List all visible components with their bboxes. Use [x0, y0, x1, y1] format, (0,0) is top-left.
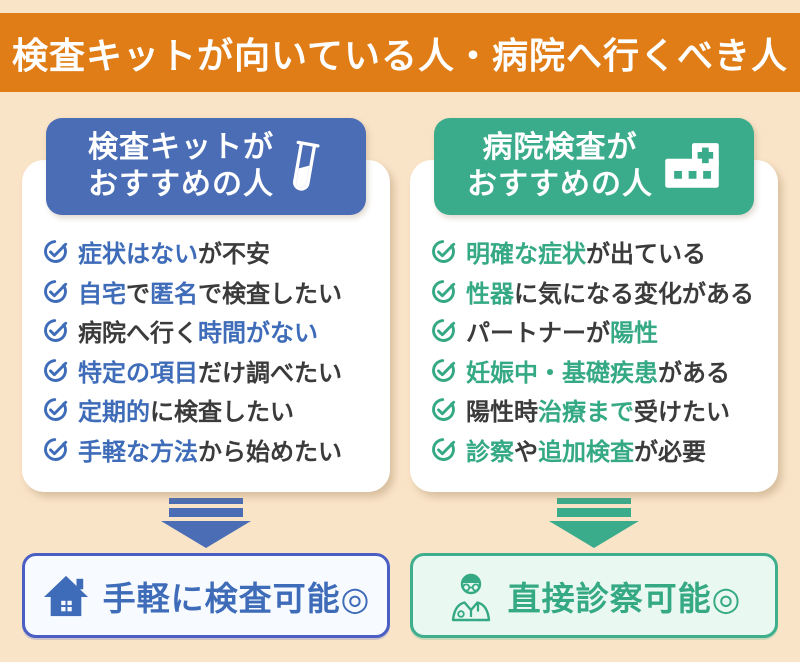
title-banner: 検査キットが向いている人・病院へ行くべき人 [0, 13, 800, 92]
check-icon [42, 357, 69, 384]
checklist-item: 病院へ行く時間がない [42, 311, 372, 351]
hospital-result-label: 直接診察可能◎ [507, 579, 742, 617]
kit-result-box: 手軽に検査可能◎ [22, 553, 390, 638]
comparison-columns: 検査キットが おすすめの人 症状 [0, 92, 800, 638]
checklist-item: 定期的に検査したい [42, 390, 372, 430]
checklist-item: パートナーが陽性 [430, 311, 760, 351]
checklist-item-text: 症状はないが不安 [78, 241, 270, 269]
checklist-item: 妊娠中・基礎疾患がある [430, 351, 760, 391]
hospital-icon [663, 143, 721, 190]
check-icon [430, 357, 457, 384]
hospital-checklist: 明確な症状が出ている 性器に気になる変化がある パートナーが陽性 妊娠中・基礎疾… [430, 232, 760, 469]
doctor-icon [447, 569, 495, 623]
house-icon [42, 574, 90, 618]
checklist-item-text: パートナーが陽性 [466, 320, 658, 348]
check-icon [42, 396, 69, 423]
check-icon [430, 238, 457, 265]
check-icon [430, 436, 457, 463]
checklist-item-text: 妊娠中・基礎疾患がある [466, 359, 730, 387]
kit-down-arrow [22, 498, 390, 548]
check-icon [430, 396, 457, 423]
hospital-result-box: 直接診察可能◎ [410, 553, 778, 638]
checklist-item-text: 性器に気になる変化がある [466, 280, 754, 308]
kit-result-label: 手軽に検査可能◎ [102, 579, 371, 617]
hospital-header-title: 病院検査が おすすめの人 [467, 130, 653, 201]
checklist-item-text: 明確な症状が出ている [466, 241, 706, 269]
checklist-item: 手軽な方法から始めたい [42, 430, 372, 470]
checklist-item-text: 手軽な方法から始めたい [78, 438, 342, 466]
check-icon [42, 436, 69, 463]
checklist-item: 明確な症状が出ている [430, 232, 760, 272]
test-tube-icon [284, 136, 324, 198]
kit-column: 検査キットが おすすめの人 症状 [22, 92, 390, 638]
checklist-item-text: 診察や追加検査が必要 [466, 438, 706, 466]
checklist-item-text: 病院へ行く時間がない [78, 320, 318, 348]
hospital-card: 明確な症状が出ている 性器に気になる変化がある パートナーが陽性 妊娠中・基礎疾… [410, 160, 778, 492]
checklist-item-text: 陽性時治療まで受けたい [466, 399, 730, 427]
kit-card: 症状はないが不安 自宅で匿名で検査したい 病院へ行く時間がない 特定の項目だけ調… [22, 160, 390, 492]
checklist-item-text: 定期的に検査したい [78, 399, 294, 427]
checklist-item: 性器に気になる変化がある [430, 272, 760, 312]
check-icon [430, 317, 457, 344]
kit-header: 検査キットが おすすめの人 [46, 118, 366, 215]
check-icon [42, 238, 69, 265]
hospital-column: 病院検査が おすすめの人 [410, 92, 778, 638]
hospital-down-arrow [410, 498, 778, 548]
checklist-item-text: 自宅で匿名で検査したい [78, 280, 342, 308]
kit-header-title: 検査キットが おすすめの人 [88, 130, 274, 201]
hospital-header: 病院検査が おすすめの人 [434, 118, 754, 215]
checklist-item: 症状はないが不安 [42, 232, 372, 272]
check-icon [430, 278, 457, 305]
check-icon [42, 278, 69, 305]
checklist-item-text: 特定の項目だけ調べたい [78, 359, 342, 387]
kit-checklist: 症状はないが不安 自宅で匿名で検査したい 病院へ行く時間がない 特定の項目だけ調… [42, 232, 372, 469]
checklist-item: 陽性時治療まで受けたい [430, 390, 760, 430]
check-icon [42, 317, 69, 344]
page-title: 検査キットが向いている人・病院へ行くべき人 [12, 34, 788, 76]
checklist-item: 自宅で匿名で検査したい [42, 272, 372, 312]
checklist-item: 診察や追加検査が必要 [430, 430, 760, 470]
checklist-item: 特定の項目だけ調べたい [42, 351, 372, 391]
